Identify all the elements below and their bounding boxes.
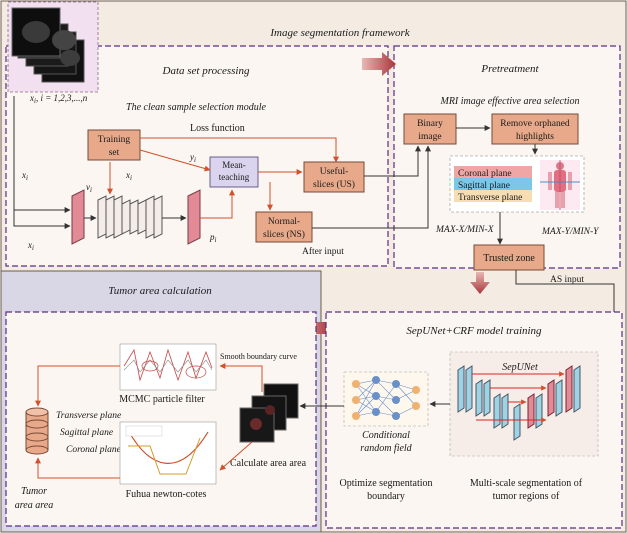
smooth-curve-label: Smooth boundary curve [220,352,297,361]
training-set-box [87,129,141,161]
pretreatment-subtitle: MRI image effective area selection [439,96,579,107]
trusted-zone-label: Trusted zone [483,253,535,264]
coronal-plane-label: Coronal plane [458,169,512,179]
yi-label-1: yi [189,152,196,164]
normal-slices-label-1: Normal- [268,217,300,227]
pretreatment-title: Pretreatment [480,63,539,75]
normal-slices-box [255,211,313,243]
xi-label-2: xi [27,240,34,252]
vi-label: vi [86,182,92,194]
mcmc-to-db-arrow [35,365,120,407]
xi-label-1: xi [21,170,28,182]
dataset-subtitle: The clean sample selection module [126,102,267,113]
cnn-layers [71,189,201,245]
output-to-meanteach-arrow [200,189,235,219]
useful-slices-box [303,161,365,193]
training-to-meanteach-arrow [139,149,211,172]
sagittal-plane-label: Sagittal plane [458,181,510,191]
transverse-plane-bar [454,190,532,202]
area-to-fuhua-arrow [219,441,253,471]
big-arrow-down [470,272,490,294]
as-input-label: AS input [550,275,584,285]
loss-function-label: Loss function [190,123,245,134]
area-image-stack [239,383,299,443]
useful-to-binary-arrow [364,145,421,177]
sepunet-diagram [449,351,599,457]
remove-highlights-label-1: Remove orphaned [500,119,570,129]
mcmc-label: MCMC particle filter [119,394,205,405]
max-x-label: MAX-X/MIN-X [435,225,495,235]
trusted-zone-box [473,244,545,271]
multiscale-label-2: tumor regions of [493,491,560,502]
framework-title: Image segmentation framework [269,27,410,39]
calc-area-label: Calculate area area [230,458,307,469]
normal-slices-label-2: slices (NS) [263,229,305,240]
dataset-title: Data set processing [162,65,250,77]
area-to-mcmc-arrow [219,363,263,392]
normal-to-binary-arrow [312,145,431,229]
database-cylinder-icon [25,407,49,455]
binary-image-box [403,113,457,145]
useful-slices-label-1: Useful- [320,166,349,177]
optimize-label-2: boundary [367,491,405,502]
fuhua-label: Fuhua newton-cotes [126,489,207,500]
useful-slices-label-2: slices (US) [313,179,355,190]
tumor-transverse-label: Transverse plane [56,411,121,421]
sepunet-label: SepUNet [502,362,538,373]
mean-teaching-label-1: Mean- [222,160,246,170]
input-index-label: xi, i = 1,2,3,...,n [29,93,88,105]
pi-label: pi [209,232,217,244]
binary-image-label-2: image [418,132,441,142]
sagittal-plane-bar [454,178,532,190]
tumor-area-label-1: Tumor [21,486,47,497]
body-planes-icon [540,160,580,210]
binary-image-label-1: Binary [417,119,443,129]
after-input-label: After input [302,246,344,257]
line-chart-icon [119,421,217,485]
neural-network-icon [343,371,429,427]
mean-teaching-label-2: teaching [219,172,250,182]
tumor-title: Tumor area calculation [108,285,212,297]
input-line [13,96,71,229]
tumor-sagittal-label: Sagittal plane [60,428,113,438]
max-y-label: MAX-Y/MIN-Y [541,227,600,237]
loss-function-arrow [140,137,339,163]
multiscale-label-1: Multi-scale segmentation of [470,478,583,489]
crf-label-1: Conditional [362,430,410,441]
xi-label-3: xi [125,170,132,182]
training-title: SepUNet+CRF model training [406,325,542,337]
training-set-label-1: Training [98,135,131,145]
fuhua-to-db-arrow [35,457,120,479]
coronal-plane-bar [454,166,532,178]
optimize-label-1: Optimize segmentation [339,478,432,489]
remove-highlights-label-2: highlights [516,132,554,142]
mcmc-chart-thumbnail [119,343,217,391]
mri-stack-icon [7,1,99,93]
transverse-plane-label: Transverse plane [458,193,522,203]
tumor-coronal-label: Coronal plane [66,445,121,455]
big-arrow-right [362,52,396,76]
tumor-area-label-2: area area [15,500,53,511]
training-set-label-2: set [109,148,120,158]
crf-label-2: random field [360,443,412,454]
